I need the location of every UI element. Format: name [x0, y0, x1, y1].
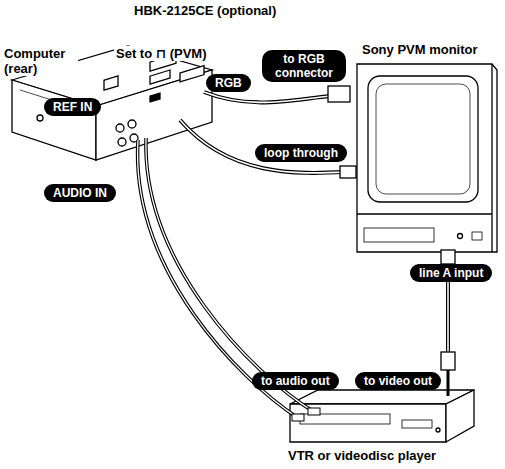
device-label: HBK-2125CE (optional) — [132, 3, 278, 18]
callout-pill: loop through — [255, 144, 347, 162]
callout-text: to audio out — [261, 374, 330, 388]
callout-pill: to video out — [355, 372, 441, 390]
callout-text: REF IN — [53, 100, 92, 114]
callout-pill: to audio out — [252, 372, 339, 390]
callout-text: loop through — [264, 146, 338, 160]
callout-text: to video out — [364, 374, 432, 388]
cables — [138, 86, 455, 421]
callout-text: AUDIO IN — [53, 186, 107, 200]
callout-text: line A input — [419, 266, 483, 280]
device-label: Computer (rear) — [2, 46, 78, 76]
callout-pill: RGB — [206, 74, 251, 92]
vtr-illustration — [290, 390, 474, 442]
device-label: Sony PVM monitor — [360, 42, 480, 57]
callout-text: RGB — [215, 76, 242, 90]
callout-text: to RGB connector — [271, 52, 337, 80]
monitor-illustration — [357, 64, 497, 252]
callout-pill: AUDIO IN — [44, 184, 116, 202]
device-label: Set to ⊓ (PVM) — [114, 46, 209, 61]
device-label: VTR or videodisc player — [286, 448, 438, 463]
callout-pill: to RGB connector — [262, 50, 346, 82]
callout-pill: REF IN — [44, 98, 101, 116]
callout-pill: line A input — [410, 264, 492, 282]
